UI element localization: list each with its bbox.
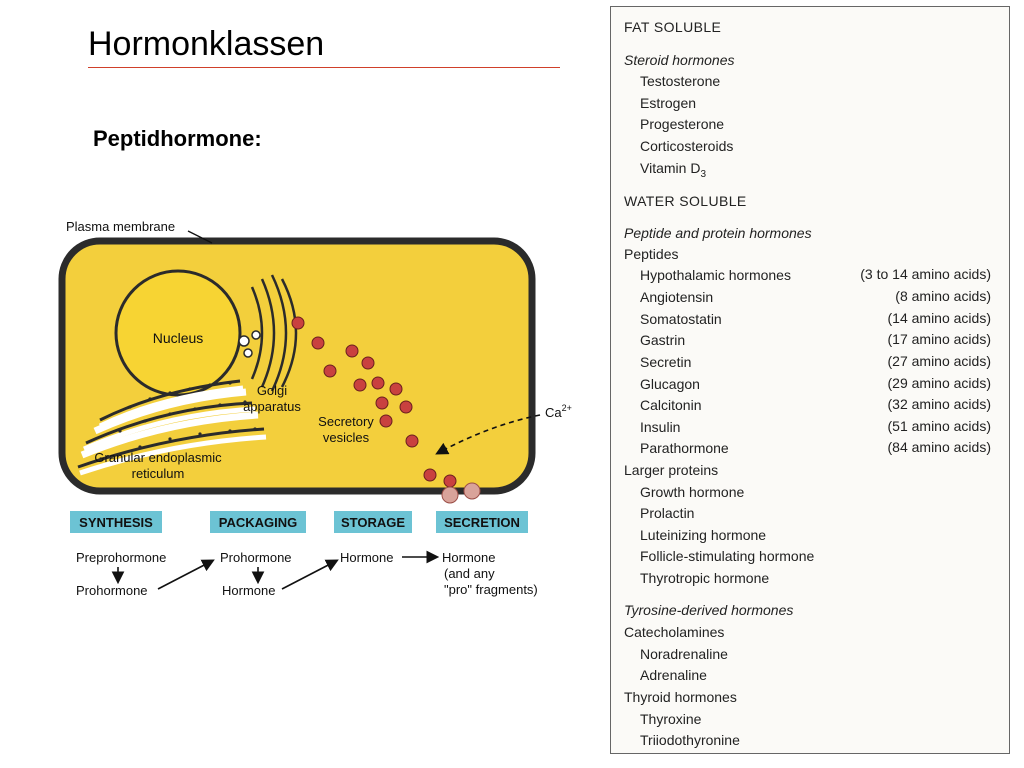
catecholamine-item: Adrenaline bbox=[640, 667, 707, 683]
cell-diagram-svg: Plasma membrane Nucleus Granular endopla… bbox=[58, 219, 572, 598]
plasma-membrane-leader bbox=[187, 230, 213, 244]
peptide-name: Secretin bbox=[640, 354, 692, 370]
peptide-amino-count: (27 amino acids) bbox=[887, 353, 992, 369]
endoplasmic-reticulum bbox=[77, 379, 267, 476]
peptide-amino-count: (51 amino acids) bbox=[887, 418, 992, 434]
hormone-classification-table: FAT SOLUBLE Steroid hormones Testosteron… bbox=[610, 6, 1010, 754]
golgi-apparatus bbox=[250, 274, 298, 392]
vesicles-label-line1: Secretory bbox=[318, 414, 374, 429]
peptide-name: Insulin bbox=[640, 419, 681, 435]
stage-synthesis-box bbox=[70, 511, 162, 533]
flow-arrow-diag-1 bbox=[157, 559, 215, 590]
calcium-label: Ca2+ bbox=[545, 403, 572, 420]
er-ribosomes bbox=[108, 381, 257, 459]
peptide-amino-count: (32 amino acids) bbox=[887, 396, 992, 412]
peptide-name: Hypothalamic hormones bbox=[640, 267, 791, 283]
exocytosis-burst bbox=[441, 482, 481, 504]
larger-protein-item: Thyrotropic hormone bbox=[640, 570, 770, 586]
flow-preprohormone: Preprohormone bbox=[76, 550, 166, 565]
flow-arrow-diag-2 bbox=[281, 559, 339, 590]
stage-packaging-box bbox=[210, 511, 306, 533]
heading-steroid-hormones: Steroid hormones bbox=[624, 52, 735, 68]
larger-protein-item: Growth hormone bbox=[640, 484, 745, 500]
steroid-item: Testosterone bbox=[640, 73, 721, 89]
peptide-amino-count: (8 amino acids) bbox=[895, 288, 991, 304]
stage-storage-box bbox=[334, 511, 412, 533]
peptide-secretion-diagram: Plasma membrane Nucleus Granular endopla… bbox=[40, 185, 600, 635]
peptide-amino-count: (29 amino acids) bbox=[887, 375, 992, 391]
flow-hormone-3-note-2: "pro" fragments) bbox=[444, 582, 538, 597]
heading-water-soluble: WATER SOLUBLE bbox=[624, 193, 747, 209]
secretory-vesicles bbox=[291, 316, 457, 488]
vesicles-label-line2: vesicles bbox=[323, 430, 370, 445]
er-label-line2: reticulum bbox=[132, 466, 185, 481]
peptide-name: Angiotensin bbox=[640, 289, 714, 305]
larger-protein-item: Prolactin bbox=[640, 505, 695, 521]
peptide-name: Glucagon bbox=[640, 376, 700, 392]
slide-title: Hormonklassen bbox=[88, 25, 325, 63]
peptide-amino-count: (17 amino acids) bbox=[887, 331, 992, 347]
nucleus bbox=[114, 269, 242, 397]
steroid-item: Corticosteroids bbox=[640, 138, 734, 154]
heading-tyrosine-derived: Tyrosine-derived hormones bbox=[624, 602, 794, 618]
steroid-item: Progesterone bbox=[640, 116, 725, 132]
thyroid-item: Thyroxine bbox=[640, 711, 702, 727]
stage-synthesis-label: SYNTHESIS bbox=[79, 515, 153, 530]
vitamin-label: Vitamin D bbox=[640, 160, 701, 176]
calcium-arrow bbox=[435, 414, 541, 455]
stage-labels: SYNTHESIS PACKAGING STORAGE SECRETION bbox=[70, 511, 528, 533]
stage-secretion-label: SECRETION bbox=[444, 515, 520, 530]
heading-peptide-protein: Peptide and protein hormones bbox=[624, 225, 812, 241]
flow-hormone-1: Hormone bbox=[222, 583, 275, 598]
steroid-item-vitamin: Vitamin D3 bbox=[640, 160, 706, 180]
peptide-name: Parathormone bbox=[640, 440, 729, 456]
golgi-label-line2: apparatus bbox=[243, 399, 301, 414]
thyroid-item: Triiodothyronine bbox=[640, 732, 740, 748]
golgi-small-vesicles bbox=[238, 330, 261, 358]
heading-larger-proteins: Larger proteins bbox=[624, 462, 719, 478]
stage-packaging-label: PACKAGING bbox=[219, 515, 297, 530]
nucleus-label: Nucleus bbox=[153, 330, 204, 346]
stage-secretion-box bbox=[436, 511, 528, 533]
plasma-membrane-label: Plasma membrane bbox=[66, 219, 175, 234]
peptide-amino-count: (3 to 14 amino acids) bbox=[860, 266, 991, 282]
title-underline bbox=[88, 67, 560, 68]
flow-prohormone-1: Prohormone bbox=[76, 583, 148, 598]
heading-peptides: Peptides bbox=[624, 246, 679, 262]
steroid-item: Estrogen bbox=[640, 95, 697, 111]
hormone-flow: Preprohormone Prohormone Prohormone Horm… bbox=[76, 550, 538, 598]
heading-catecholamines: Catecholamines bbox=[624, 624, 725, 640]
peptide-name: Somatostatin bbox=[640, 311, 722, 327]
peptide-name: Calcitonin bbox=[640, 397, 702, 413]
stage-storage-label: STORAGE bbox=[341, 515, 405, 530]
larger-protein-item: Follicle-stimulating hormone bbox=[640, 548, 815, 564]
peptide-amino-count: (84 amino acids) bbox=[887, 439, 992, 455]
slide-subtitle: Peptidhormone: bbox=[93, 126, 262, 151]
catecholamine-item: Noradrenaline bbox=[640, 646, 728, 662]
er-label-line1: Granular endoplasmic bbox=[94, 450, 222, 465]
flow-prohormone-2: Prohormone bbox=[220, 550, 292, 565]
flow-hormone-3-note-1: (and any bbox=[444, 566, 495, 581]
peptide-name: Gastrin bbox=[640, 332, 686, 348]
vitamin-subscript: 3 bbox=[700, 168, 706, 180]
heading-fat-soluble: FAT SOLUBLE bbox=[624, 19, 722, 35]
flow-hormone-3: Hormone bbox=[442, 550, 495, 565]
flow-hormone-2: Hormone bbox=[340, 550, 393, 565]
peptide-amino-count: (14 amino acids) bbox=[887, 310, 992, 326]
larger-protein-item: Luteinizing hormone bbox=[640, 527, 767, 543]
heading-thyroid-hormones: Thyroid hormones bbox=[624, 689, 737, 705]
golgi-label-line1: Golgi bbox=[257, 383, 287, 398]
